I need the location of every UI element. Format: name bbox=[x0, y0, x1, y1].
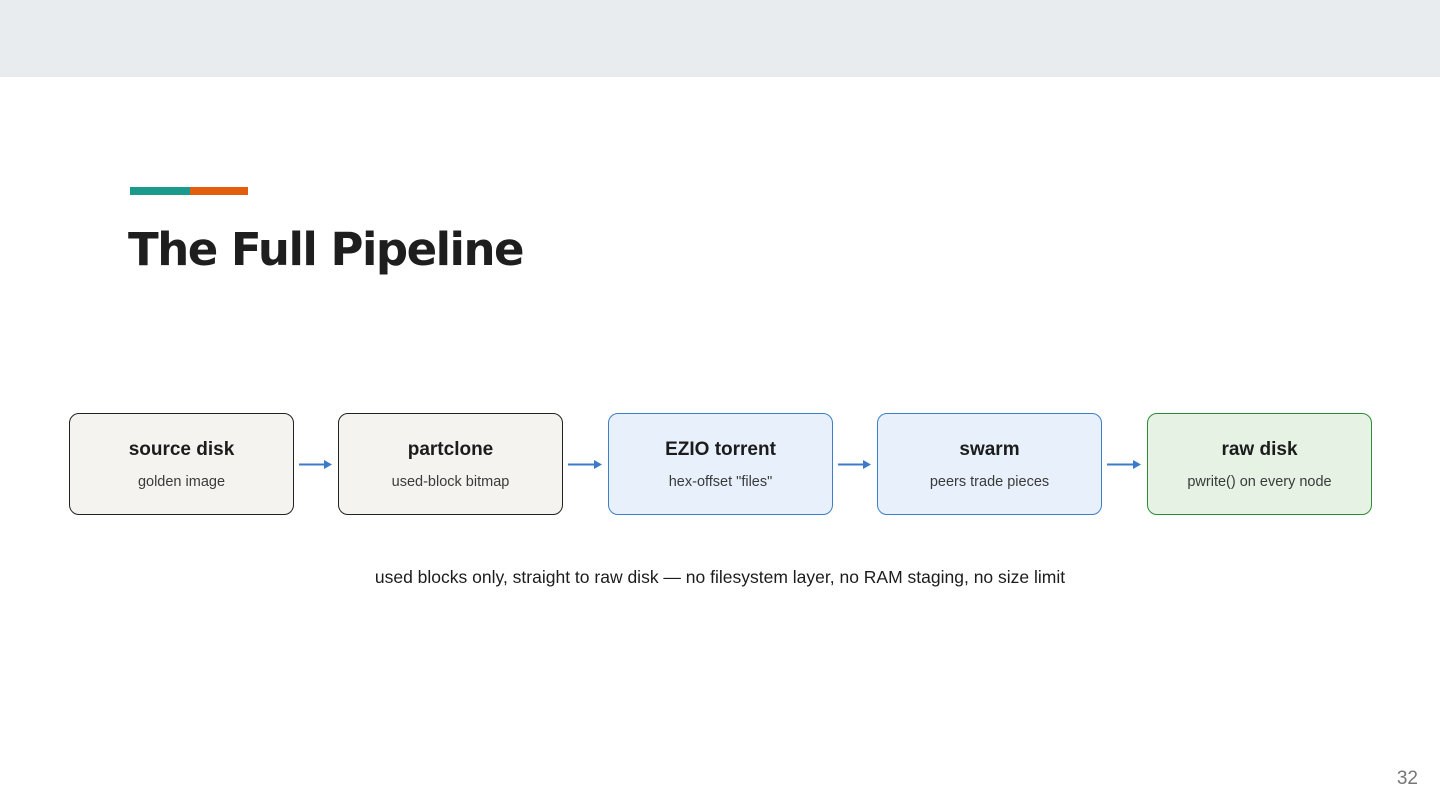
flow-arrow bbox=[568, 460, 602, 469]
page-number: 32 bbox=[1396, 768, 1418, 789]
pipeline-caption: used blocks only, straight to raw disk —… bbox=[374, 567, 1066, 587]
node-label: raw disk bbox=[1221, 439, 1298, 460]
node-source-disk: source disk golden image bbox=[69, 413, 294, 515]
node-partclone: partclone used-block bitmap bbox=[338, 413, 563, 515]
node-sublabel: pwrite() on every node bbox=[1187, 474, 1332, 490]
flow-arrow bbox=[838, 460, 871, 469]
flow-arrow bbox=[1107, 460, 1141, 469]
node-sublabel: used-block bitmap bbox=[391, 474, 510, 490]
accent-bar-teal bbox=[130, 187, 190, 195]
node-swarm: swarm peers trade pieces bbox=[877, 413, 1102, 515]
node-label: EZIO torrent bbox=[665, 439, 776, 460]
node-label: swarm bbox=[959, 439, 1020, 460]
slide-title: The Full Pipeline bbox=[128, 223, 525, 276]
header-band bbox=[0, 0, 1440, 77]
node-label: source disk bbox=[128, 439, 235, 460]
node-ezio-torrent: EZIO torrent hex-offset "files" bbox=[608, 413, 833, 515]
node-label: partclone bbox=[407, 439, 494, 460]
node-sublabel: hex-offset "files" bbox=[668, 474, 773, 490]
flow-arrow bbox=[299, 460, 332, 469]
node-raw-disk: raw disk pwrite() on every node bbox=[1147, 413, 1372, 515]
node-sublabel: peers trade pieces bbox=[929, 474, 1050, 490]
accent-bar-orange bbox=[190, 187, 248, 195]
node-sublabel: golden image bbox=[137, 474, 226, 490]
